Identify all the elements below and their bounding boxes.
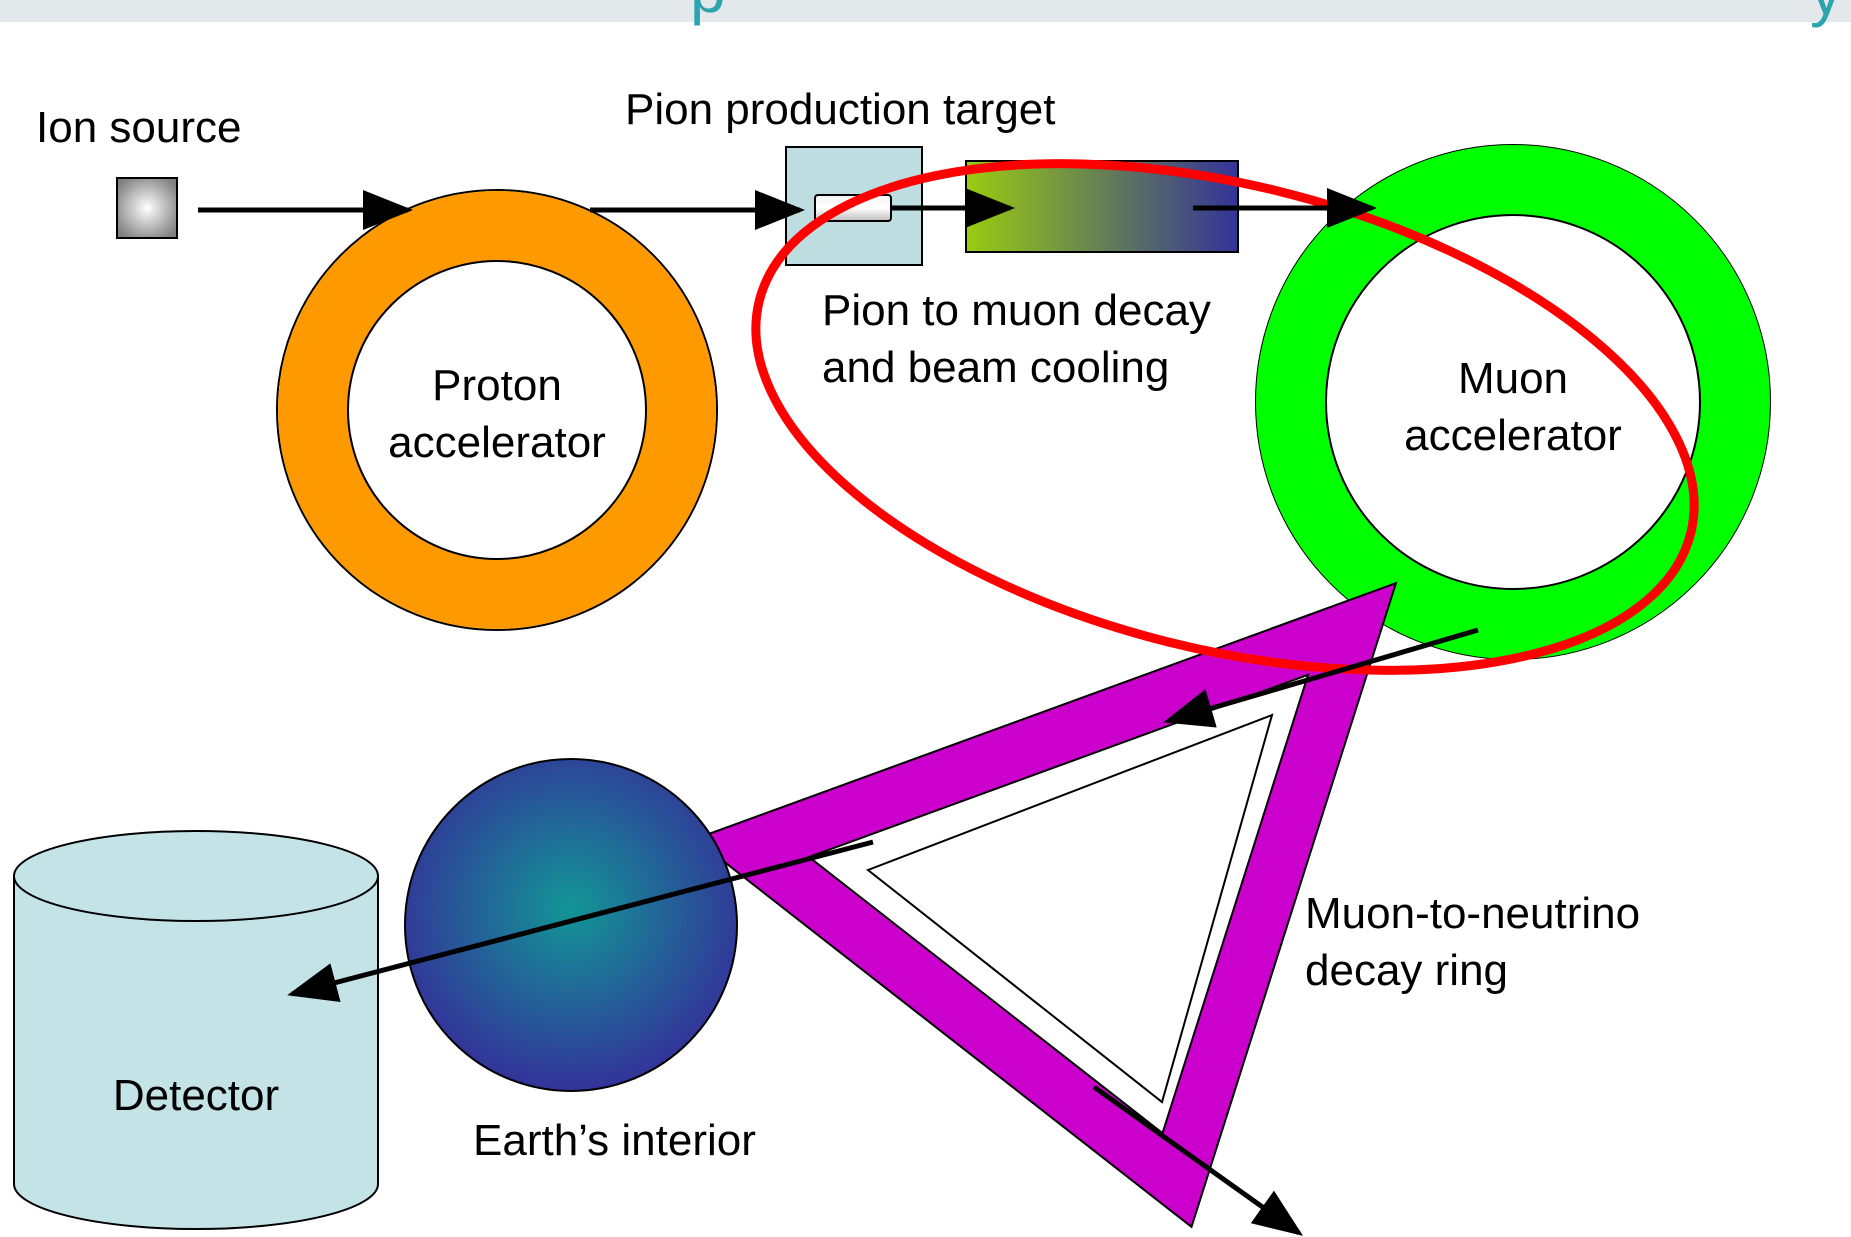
muon-label-line1: Muon — [1458, 354, 1568, 403]
proton-label-line2: accelerator — [388, 418, 606, 467]
arrow-muon-to-decay-ring — [1163, 627, 1479, 728]
detector-top — [13, 830, 379, 922]
decay-ring-inner — [866, 713, 1274, 1104]
proton-label-line1: Proton — [432, 361, 562, 410]
pion-target-label: Pion production target — [625, 85, 1056, 134]
decay-label-line2: and beam cooling — [822, 343, 1169, 392]
proton-ring-inner — [347, 260, 647, 560]
neutrino-label-line1: Muon-to-neutrino — [1305, 889, 1640, 938]
title-fragment-left: p — [690, 0, 726, 26]
detector-body — [13, 876, 379, 1230]
muon-ring-inner — [1325, 214, 1701, 590]
arrow-neutrino-beam-to-detector — [287, 839, 874, 1002]
proton-accelerator-ring — [278, 191, 716, 629]
header-bar — [0, 0, 1851, 22]
decay-label-line1: Pion to muon decay — [822, 286, 1211, 335]
proton-ring-outline — [276, 189, 718, 631]
muon-to-neutrino-decay-ring — [697, 584, 1395, 1226]
neutrino-label-line2: decay ring — [1305, 946, 1508, 995]
highlight-ellipse — [751, 159, 1699, 675]
arrow-neutrino-beam-out — [1092, 1084, 1304, 1236]
detector-label: Detector — [113, 1071, 279, 1120]
muon-accelerator-ring — [1256, 145, 1770, 659]
earth-label: Earth’s interior — [473, 1116, 756, 1165]
ion-source-label: Ion source — [36, 103, 241, 152]
earth-sphere — [404, 758, 738, 1092]
ion-source-icon — [116, 177, 178, 239]
muon-label-line2: accelerator — [1404, 411, 1622, 460]
title-fragment-right: y — [1810, 0, 1842, 28]
